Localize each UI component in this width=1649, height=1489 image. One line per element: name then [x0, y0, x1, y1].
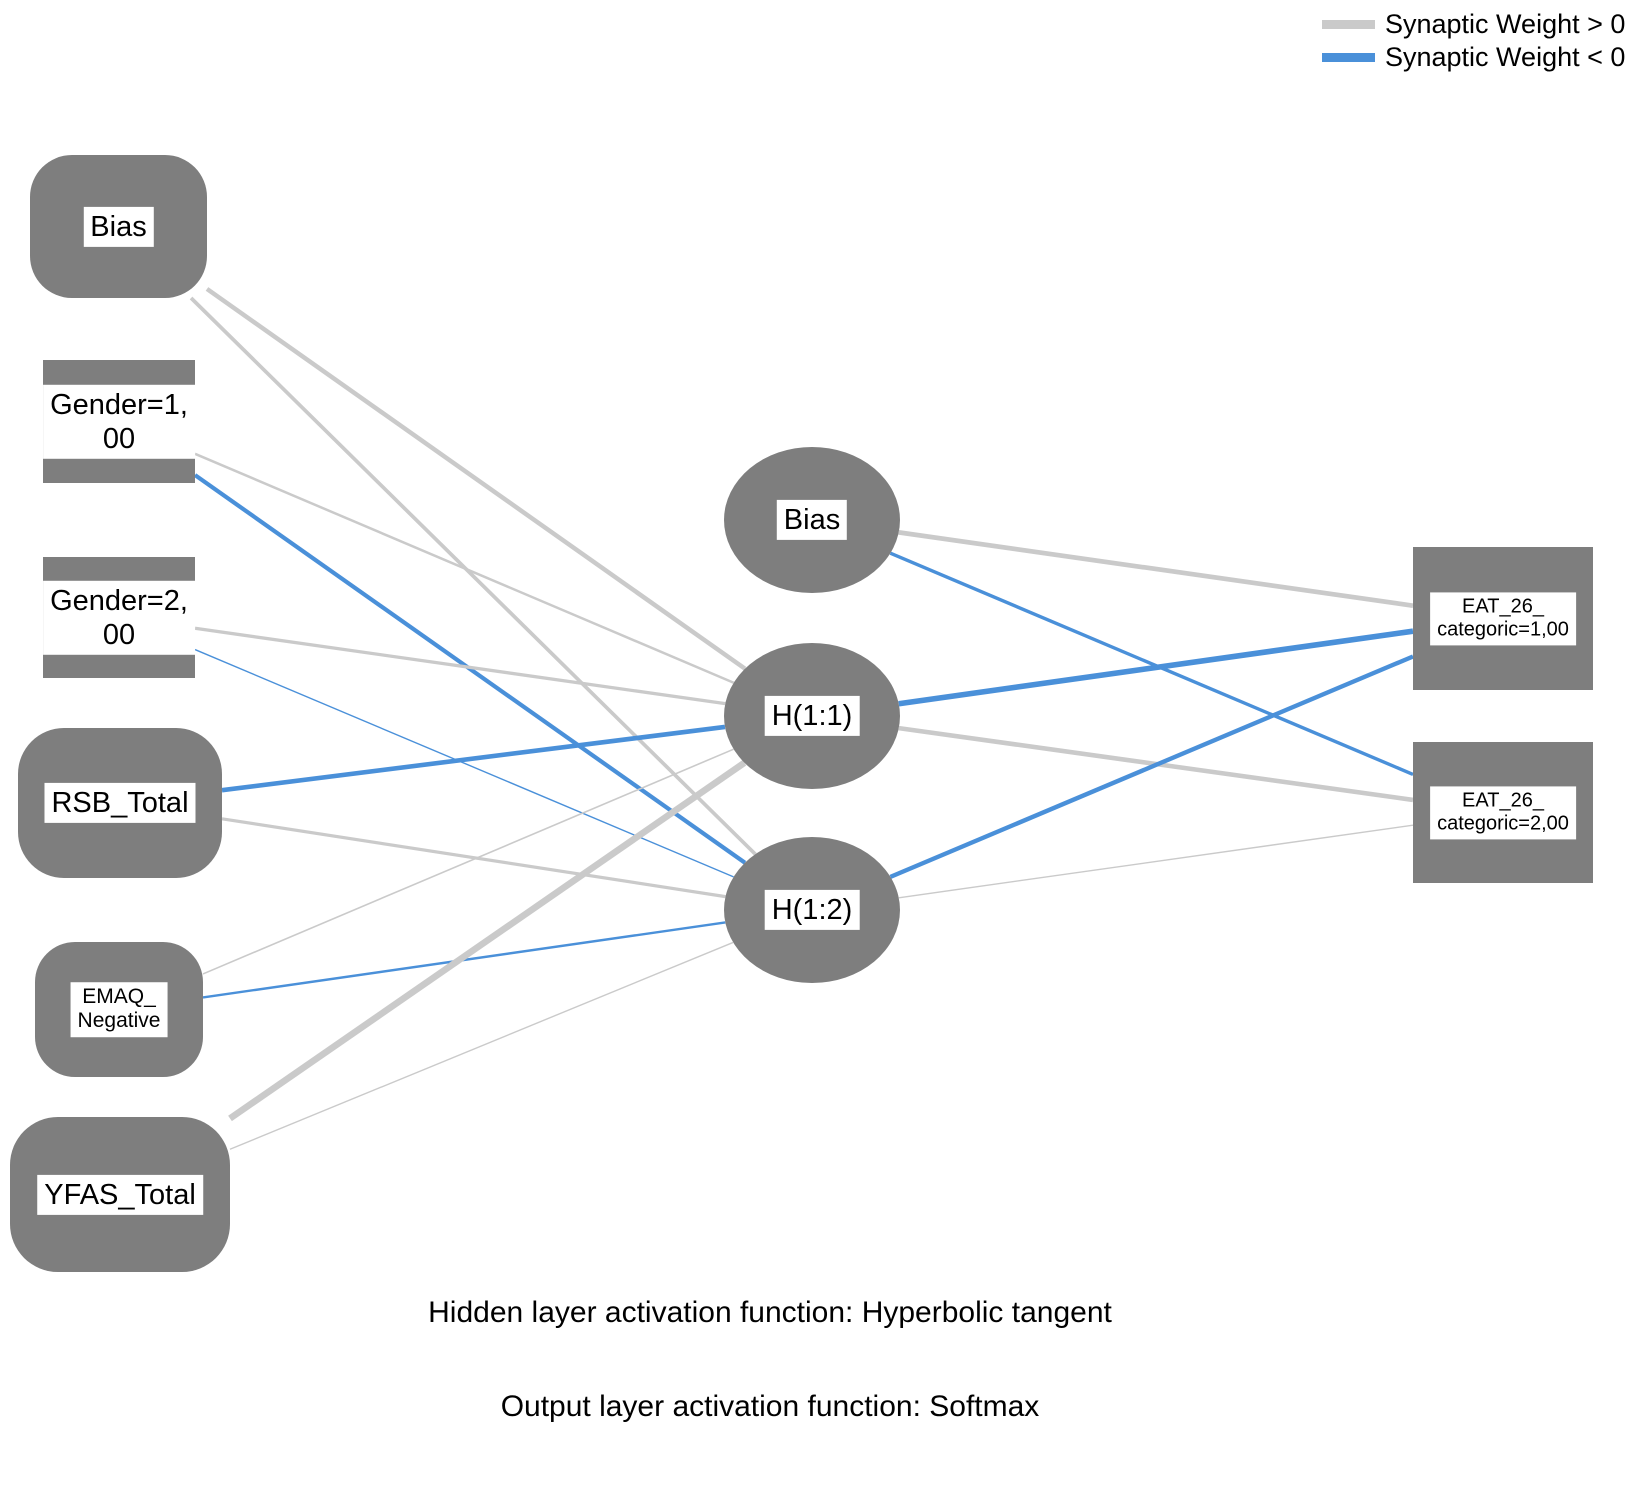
positive-weight-swatch [1322, 20, 1375, 29]
legend-row-positive: Synaptic Weight > 0 [1322, 8, 1625, 41]
edge-input-yfas-hidden-h12 [229, 941, 734, 1150]
output-activation-note: Output layer activation function: Softma… [500, 1390, 1040, 1423]
negative-weight-swatch [1322, 53, 1375, 62]
edge-input-rsb-hidden-h11 [221, 724, 726, 793]
label-hidden-bias: Bias [776, 499, 848, 541]
edge-input-gender1-hidden-h11 [194, 452, 735, 684]
label-input-bias: Bias [83, 206, 154, 247]
label-output-eat2: EAT_26_categoric=2,00 [1430, 785, 1576, 840]
edge-hidden-h11-output-eat1 [898, 628, 1414, 707]
edge-input-emaq-hidden-h11 [202, 748, 734, 975]
edge-input-gender2-hidden-h12 [194, 648, 734, 878]
legend-label-negative: Synaptic Weight < 0 [1385, 42, 1626, 72]
legend-row-negative: Synaptic Weight < 0 [1322, 41, 1625, 74]
hidden-activation-note: Hidden layer activation function: Hyperb… [428, 1296, 1112, 1329]
edge-input-rsb-hidden-h12 [221, 817, 726, 899]
label-input-gender1: Gender=1,00 [43, 384, 195, 459]
edge-input-yfas-hidden-h11 [228, 760, 747, 1122]
legend: Synaptic Weight > 0 Synaptic Weight < 0 [1322, 8, 1625, 74]
label-input-yfas: YFAS_Total [37, 1174, 203, 1215]
edge-hidden-bias-output-eat1 [898, 530, 1414, 608]
footer-notes: Hidden layer activation function: Hyperb… [0, 1295, 1540, 1425]
edge-hidden-bias-output-eat2 [889, 551, 1414, 776]
edge-input-bias-hidden-h11 [205, 287, 747, 671]
nodes-layer [10, 155, 1593, 1272]
edge-input-bias-hidden-h12 [189, 296, 757, 856]
edges-layer [189, 287, 1414, 1150]
label-input-rsb: RSB_Total [44, 782, 196, 824]
label-hidden-h12: H(1:2) [764, 889, 860, 931]
legend-label-positive: Synaptic Weight > 0 [1385, 9, 1626, 39]
label-hidden-h11: H(1:1) [764, 695, 860, 737]
label-input-gender2: Gender=2,00 [43, 580, 195, 655]
edge-hidden-h12-output-eat2 [898, 824, 1414, 899]
edge-input-gender2-hidden-h11 [194, 626, 726, 706]
label-input-emaq: EMAQ_Negative [70, 981, 168, 1038]
label-output-eat1: EAT_26_categoric=1,00 [1430, 591, 1576, 646]
edge-hidden-h12-output-eat1 [889, 654, 1414, 879]
